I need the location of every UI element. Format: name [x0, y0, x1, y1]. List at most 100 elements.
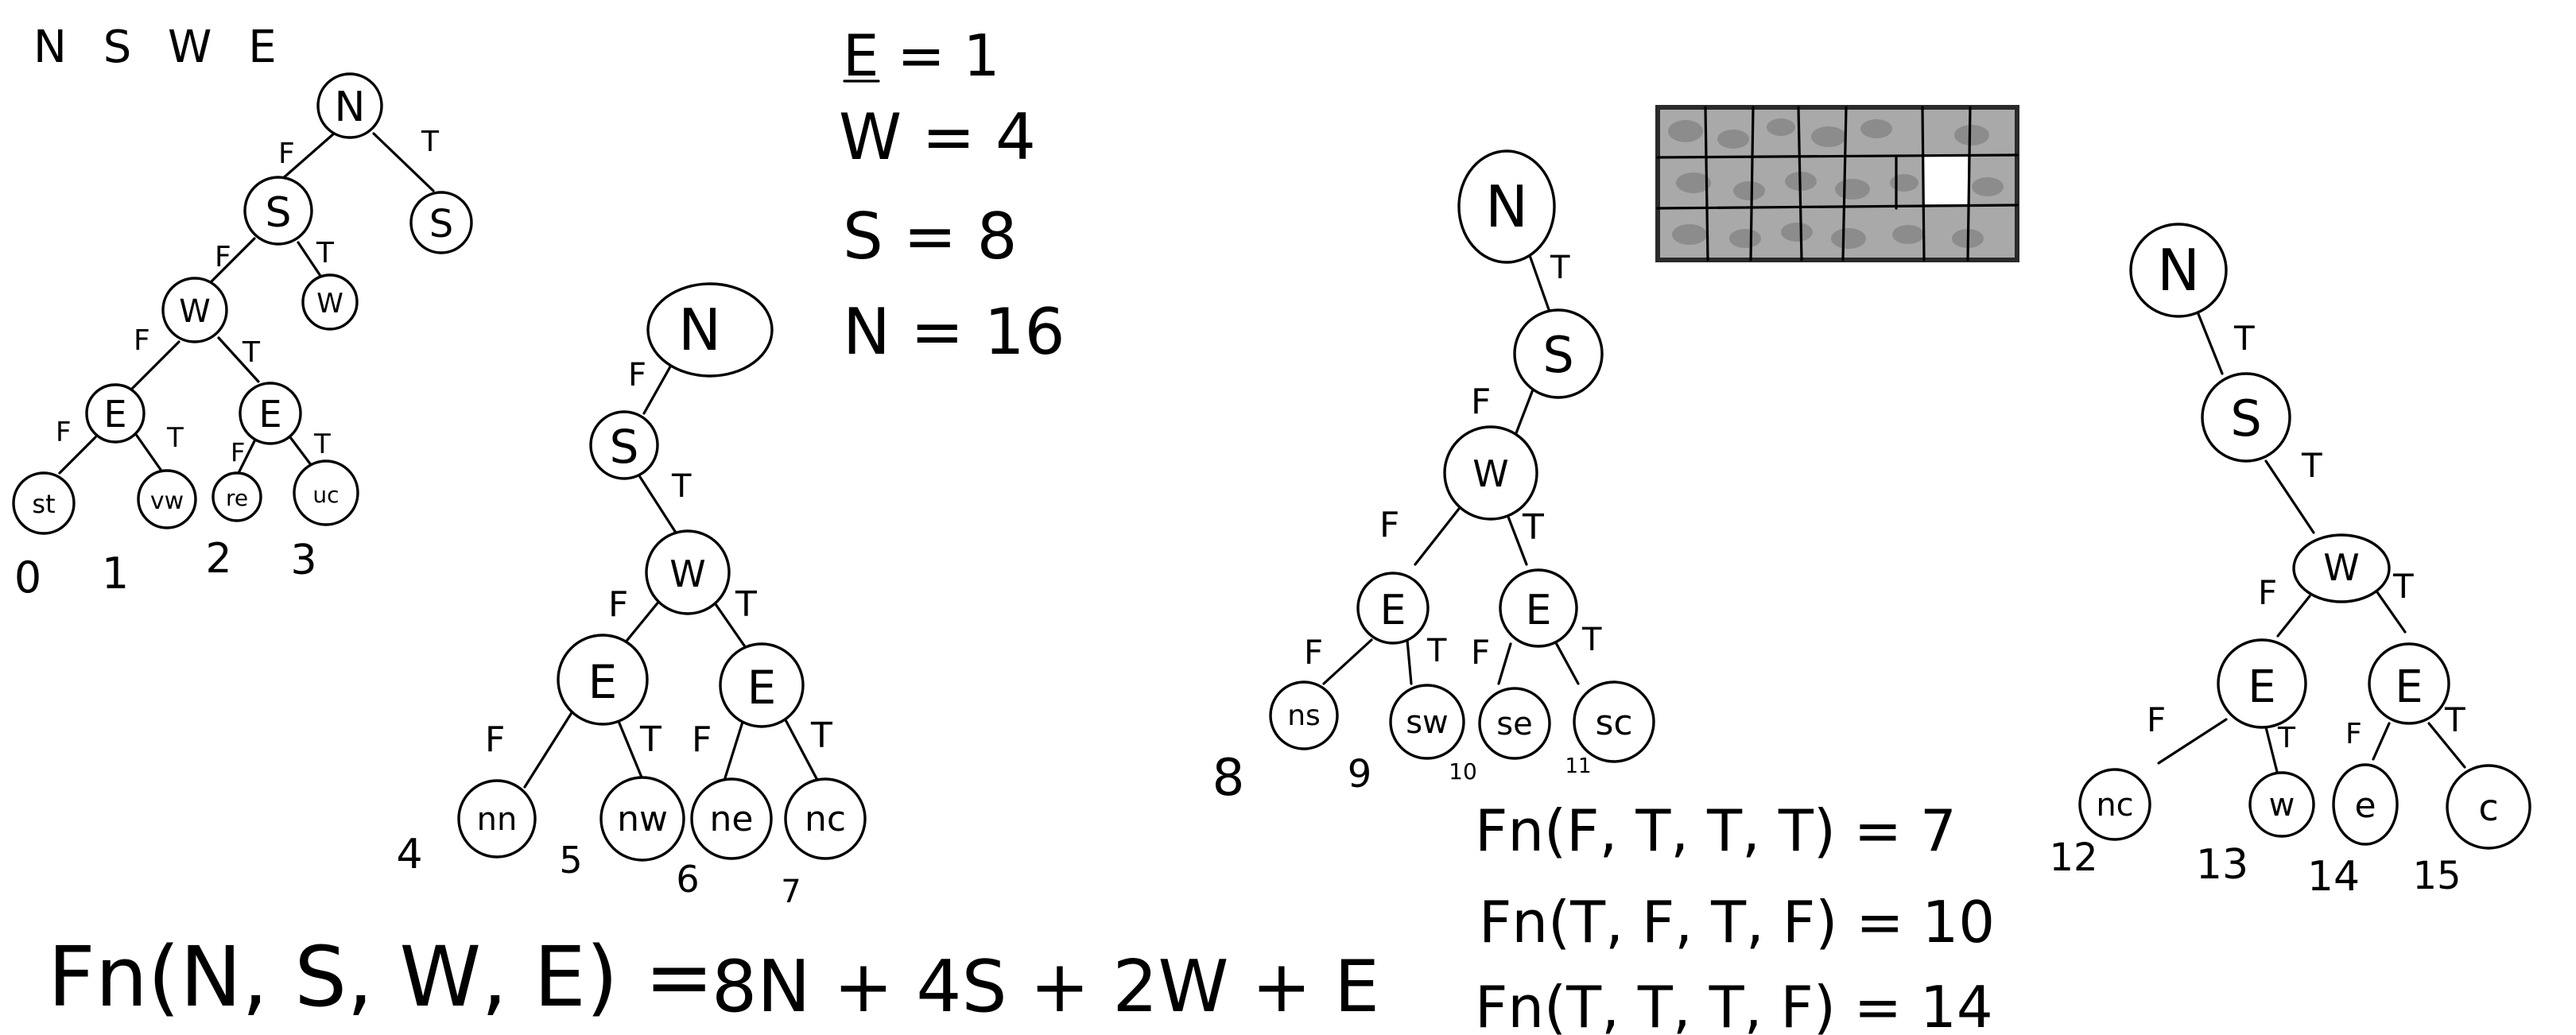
- edge: [2427, 722, 2466, 769]
- edge: [623, 599, 661, 645]
- tree-node: [161, 277, 228, 343]
- leaf-node: [2078, 768, 2151, 841]
- edge-label-true: T: [421, 126, 440, 158]
- node-label: E: [588, 655, 618, 709]
- leaf-node: [784, 777, 867, 860]
- edge-label-true: T: [1522, 507, 1544, 548]
- value-row: E = 1: [843, 22, 999, 89]
- edge: [2264, 459, 2315, 534]
- tree-3: T F F T F T F T N S W E E ns sw se sc 8 …: [1212, 149, 1655, 808]
- tree-node: [2129, 223, 2228, 318]
- leaf-index: 14: [2307, 853, 2360, 901]
- edge: [217, 336, 260, 383]
- leaf-index: 6: [676, 858, 699, 901]
- leaf-label: nc: [805, 799, 846, 839]
- leaf-node: [2248, 771, 2315, 838]
- node-label: E: [103, 393, 126, 436]
- edge-label-true: T: [639, 719, 661, 760]
- node-label: W: [316, 288, 343, 320]
- node-label: E: [1380, 587, 1406, 634]
- tree-node: [2201, 372, 2291, 463]
- edge: [297, 241, 324, 280]
- node-label: W: [2323, 546, 2359, 589]
- tree-node: [1513, 308, 1604, 399]
- node-label: E: [2248, 661, 2275, 713]
- edge-label-false: F: [2258, 573, 2277, 612]
- leaf-label: st: [32, 489, 55, 519]
- edge: [1525, 245, 1552, 316]
- leaf-index: 0: [14, 552, 41, 603]
- leaf-label: re: [226, 485, 248, 511]
- tree-node: [1356, 572, 1430, 645]
- edge-label-false: F: [2345, 718, 2362, 750]
- leaf-node: [1269, 680, 1339, 750]
- value-row: N = 16: [843, 295, 1065, 369]
- edge-label-false: F: [56, 417, 72, 448]
- edge: [523, 710, 574, 789]
- tree-node: [645, 529, 731, 615]
- edge: [1513, 384, 1536, 439]
- edge-label-true: T: [2392, 567, 2414, 606]
- edge: [237, 440, 256, 475]
- edge-label-true: T: [2277, 722, 2296, 754]
- edge: [1505, 511, 1528, 566]
- edge: [722, 718, 745, 785]
- leaf-label: c: [2478, 786, 2498, 829]
- edge-label-false: F: [608, 584, 628, 625]
- edge: [2264, 726, 2279, 777]
- example-line: Fn(T, F, T, F) = 10: [1479, 889, 1995, 956]
- leaf-node: [599, 776, 685, 862]
- node-label: W: [179, 293, 211, 330]
- edge: [638, 475, 677, 534]
- node-label: N: [2157, 237, 2200, 304]
- leaf-node: [1478, 687, 1551, 760]
- edge-label-true: T: [1426, 633, 1447, 669]
- edge-label-false: F: [1471, 382, 1491, 422]
- leaf-index: 9: [1348, 752, 1372, 797]
- node-label: E: [1526, 587, 1552, 634]
- leaf-index: 15: [2412, 854, 2461, 898]
- node-label: E: [258, 393, 281, 436]
- tree-node: [1443, 425, 1538, 521]
- edge-label-false: F: [692, 719, 712, 760]
- leaf-label: nc: [2096, 787, 2133, 824]
- edge-label-true: T: [1581, 622, 1602, 658]
- node-label: S: [610, 420, 639, 474]
- leaf-label: uc: [312, 482, 339, 508]
- edge: [2157, 718, 2228, 765]
- tree-node: [646, 282, 774, 378]
- node-label: S: [1542, 326, 1573, 384]
- leaf-node: [2332, 763, 2399, 846]
- tree-node: [2292, 533, 2391, 603]
- leaf-node: [690, 777, 773, 860]
- leaf-index: 11: [1565, 754, 1591, 778]
- example-line: Fn(F, T, T, T) = 7: [1475, 797, 1957, 864]
- example-line: Fn(T, T, T, F) = 14: [1475, 974, 1993, 1035]
- edge-label-false: F: [134, 324, 150, 357]
- leaf-label: e: [2354, 785, 2376, 826]
- tree-node: [1457, 149, 1556, 264]
- leaf-index: 4: [396, 831, 422, 878]
- edge-label-false: F: [1471, 633, 1490, 672]
- edge: [1322, 638, 1373, 685]
- leaf-index: 13: [2196, 841, 2248, 889]
- edge-label-false: F: [1304, 633, 1323, 672]
- edge: [782, 714, 821, 785]
- leaf-label: ne: [710, 799, 754, 839]
- edge: [289, 436, 316, 471]
- tree-node: [301, 273, 359, 331]
- edge-label-true: T: [242, 336, 261, 369]
- value-row: S = 8: [843, 200, 1018, 273]
- tree-1: F T F T F T F T F T N S S W W E E st vw …: [12, 72, 473, 603]
- formula-rhs: 8N + 4S + 2W + E: [712, 945, 1379, 1029]
- edge: [58, 436, 97, 475]
- tree-node: [2217, 638, 2307, 729]
- leaf-label: nw: [617, 799, 668, 839]
- node-label: S: [429, 202, 453, 246]
- edge-label-true: T: [2444, 700, 2465, 739]
- node-label: E: [2395, 661, 2423, 713]
- tree-node: [2368, 642, 2450, 725]
- leaf-label: ns: [1287, 700, 1321, 732]
- edge: [2276, 595, 2311, 638]
